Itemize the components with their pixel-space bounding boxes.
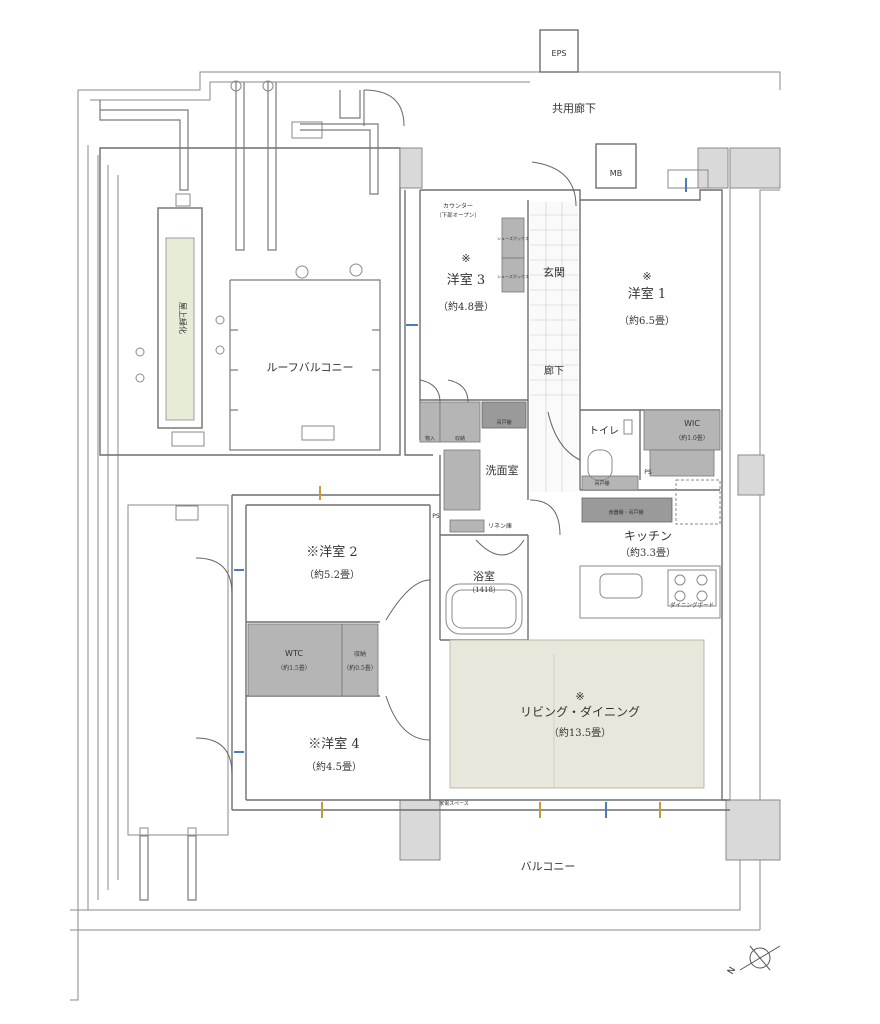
mb-label: MB bbox=[610, 169, 622, 178]
wtc-size: （約1.5畳） bbox=[277, 664, 311, 672]
closet-a-label: 物入 bbox=[425, 435, 435, 442]
wic-label: WIC bbox=[684, 419, 700, 428]
ps2-label: PS bbox=[644, 469, 652, 476]
hanging-b-label: 吊戸棚 bbox=[594, 480, 609, 487]
room1-size: （約6.5畳） bbox=[619, 314, 675, 327]
window-markers bbox=[234, 178, 687, 818]
room4-label: ※洋室 4 bbox=[308, 736, 359, 752]
hallway-label: 廊下 bbox=[544, 364, 564, 377]
kitchen-label: キッチン bbox=[624, 529, 672, 543]
living-dining-floor bbox=[449, 639, 705, 789]
balcony-label: バルコニー bbox=[521, 860, 576, 873]
shoebox-2-label: シューズボックス bbox=[497, 273, 529, 279]
washroom-label: 洗面室 bbox=[486, 463, 519, 477]
roof-balcony-label: ルーフバルコニー bbox=[266, 361, 353, 374]
shoebox-2 bbox=[501, 257, 525, 293]
room3-size: （約4.8畳） bbox=[438, 300, 494, 313]
eps-label: EPS bbox=[552, 49, 567, 58]
closet-b-label: 収納 bbox=[455, 435, 465, 442]
door-swings bbox=[195, 89, 581, 775]
room3-label: 洋室 3 bbox=[447, 272, 485, 288]
wic-size: （約1.0畳） bbox=[675, 434, 709, 442]
mb-box bbox=[595, 143, 637, 189]
ld-label: リビング・ダイニング bbox=[520, 704, 640, 719]
ps1-label: PS bbox=[432, 513, 440, 520]
bath-label: 浴室 bbox=[473, 569, 495, 583]
bath-size: （1418） bbox=[468, 586, 500, 594]
bathtub bbox=[445, 583, 523, 635]
corridor-label: 共用廊下 bbox=[552, 101, 596, 115]
counter-sub-label: （下部オープン） bbox=[436, 211, 480, 219]
room3-mark: ※ bbox=[461, 252, 470, 265]
shoebox-1-label: シューズボックス bbox=[497, 235, 529, 241]
dining-board-label: ダイニングボード bbox=[670, 601, 714, 609]
room2-label: ※洋室 2 bbox=[306, 544, 357, 560]
kitchen-counter bbox=[579, 565, 721, 619]
north-label: N bbox=[726, 966, 738, 977]
genkan-tiles bbox=[530, 202, 578, 492]
rooftop-green bbox=[165, 237, 195, 421]
wtc-label: WTC bbox=[285, 649, 303, 658]
rooftop-green-label: 屋上緑化 bbox=[178, 302, 188, 334]
ld-mark: ※ bbox=[575, 690, 584, 703]
compass-icon bbox=[739, 945, 781, 971]
linen-label: リネン庫 bbox=[488, 522, 512, 530]
storage-size: （約0.5畳） bbox=[343, 664, 377, 672]
genkan-label: 玄関 bbox=[543, 265, 565, 279]
roof-area bbox=[99, 80, 401, 901]
room1-mark: ※ bbox=[642, 270, 651, 283]
kitchen-size: （約3.3畳） bbox=[620, 546, 676, 559]
counter-label: カウンター bbox=[443, 202, 473, 210]
eps-box bbox=[539, 29, 579, 73]
storage-label: 収納 bbox=[354, 650, 366, 658]
ld-size: （約13.5畳） bbox=[549, 726, 611, 739]
kitchen-shelf-label: 食器棚・吊戸棚 bbox=[608, 509, 643, 516]
room2-size: （約5.2畳） bbox=[304, 568, 360, 581]
hanging-a-label: 吊戸棚 bbox=[496, 419, 511, 426]
interior-walls bbox=[231, 147, 781, 861]
room4-size: （約4.5畳） bbox=[306, 760, 362, 773]
toilet-label: トイレ bbox=[589, 426, 619, 437]
room1-label: 洋室 1 bbox=[628, 286, 666, 302]
appliance-space-label: 家電スペース bbox=[439, 800, 468, 807]
wic-shelf bbox=[643, 409, 721, 451]
wtc-shelf bbox=[247, 623, 343, 697]
